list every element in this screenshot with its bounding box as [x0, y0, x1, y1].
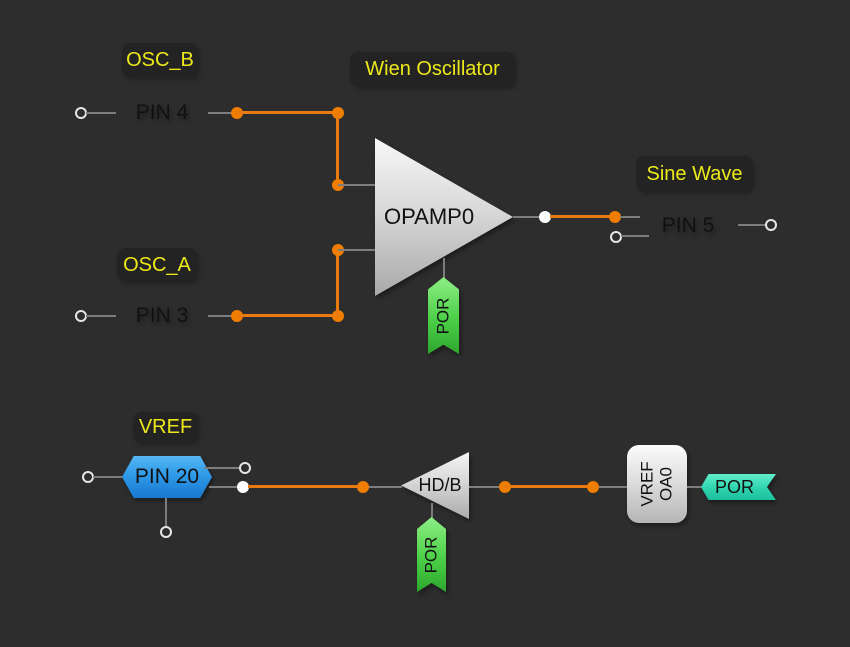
pin20-label: PIN 20 [134, 465, 200, 488]
annotation-sine-wave[interactable]: Sine Wave [636, 156, 753, 192]
annotation-sine-wave-text: Sine Wave [646, 162, 743, 185]
hdb-buffer-label: HD/B [418, 475, 462, 495]
opamp-input2-stub[interactable] [338, 249, 375, 251]
vref-oa0-textwrap: VREF OA0 [627, 445, 687, 523]
pin20-bottom-stub[interactable] [165, 498, 167, 527]
vref-oa0-label-line1: VREF [638, 461, 657, 507]
vrefoa0-input-junction[interactable] [587, 481, 599, 493]
net-pin20-to-hdb[interactable] [248, 485, 363, 488]
pin20-output-port[interactable] [237, 481, 249, 493]
pin5-external-wire[interactable] [738, 224, 766, 226]
hdb-buffer-body: HD/B [401, 452, 469, 519]
hdb-por-flag[interactable]: POR [417, 517, 446, 592]
pin4-label: PIN 4 [135, 101, 189, 124]
annotation-osc-a-text: OSC_A [123, 253, 191, 276]
pin4-terminal-wire[interactable] [86, 112, 116, 114]
opamp-output-stub[interactable] [513, 216, 539, 218]
annotation-vref[interactable]: VREF [133, 412, 198, 443]
net-pin4-horizontal[interactable] [237, 111, 340, 114]
pin3-body: PIN 3 [116, 295, 208, 337]
pin3-output-stub[interactable] [208, 315, 232, 317]
opamp-input1-stub[interactable] [338, 184, 375, 186]
pin5-secondary-stub[interactable] [621, 235, 649, 237]
pin20-bottom-terminal[interactable] [160, 526, 172, 538]
pin5-secondary-terminal[interactable] [610, 231, 622, 243]
net-hdb-to-vrefoa0[interactable] [505, 485, 593, 488]
pin5-input-junction[interactable] [609, 211, 621, 223]
hdb-buffer[interactable]: HD/B [401, 452, 469, 519]
net-pin4-vertical[interactable] [336, 113, 339, 186]
annotation-osc-b[interactable]: OSC_B [122, 43, 198, 78]
opamp-por-flag-label: POR [433, 297, 453, 334]
annotation-osc-b-text: OSC_B [126, 49, 194, 71]
hdb-por-flag-textwrap: POR [417, 517, 446, 592]
net-opamp-to-pin5[interactable] [550, 215, 615, 218]
hdb-por-flag-body [417, 517, 446, 592]
vref-oa0-body [627, 445, 687, 523]
vref-oa0-block[interactable]: VREF OA0 [627, 445, 687, 523]
pin5-input-stub[interactable] [620, 216, 640, 218]
net-pin3-vertical[interactable] [336, 250, 339, 317]
pin3-terminal-wire[interactable] [86, 315, 116, 317]
hdb-input-stub[interactable] [369, 486, 402, 488]
opamp-por-flag[interactable]: POR [428, 277, 459, 354]
output-por-flag[interactable]: POR [701, 474, 776, 500]
annotation-vref-text: VREF [138, 416, 193, 438]
hdb-por-flag-label: POR [421, 536, 441, 573]
opamp-output-port[interactable] [539, 211, 551, 223]
pin3[interactable]: PIN 3 [116, 295, 208, 337]
opamp-por-flag-body [428, 277, 459, 354]
pin5-external-terminal[interactable] [765, 219, 777, 231]
pin4-output-stub[interactable] [208, 112, 232, 114]
annotation-wien-oscillator-text: Wien Oscillator [365, 58, 500, 80]
pin20-terminal-wire[interactable] [93, 476, 123, 478]
output-por-flag-label: POR [714, 476, 754, 497]
pin5-label: PIN 5 [661, 213, 715, 237]
vref-oa0-labels: VREF OA0 [638, 461, 676, 506]
pin5-body: PIN 5 [638, 203, 738, 248]
pin20-output-stub[interactable] [209, 486, 237, 488]
pin20-upper-terminal[interactable] [239, 462, 251, 474]
hdb-por-stub[interactable] [431, 503, 433, 519]
annotation-osc-a[interactable]: OSC_A [117, 248, 197, 282]
opamp0-label: OPAMP0 [384, 204, 475, 229]
opamp-por-flag-textwrap: POR [428, 277, 459, 354]
pin4-body: PIN 4 [116, 92, 208, 134]
pin3-label: PIN 3 [135, 304, 189, 327]
pin5[interactable]: PIN 5 [638, 203, 738, 248]
vrefoa0-output-stub[interactable] [687, 486, 703, 488]
vrefoa0-input-stub[interactable] [599, 486, 627, 488]
net-pin3-horizontal[interactable] [237, 314, 338, 317]
pin20[interactable]: PIN 20 [122, 456, 212, 498]
pin4[interactable]: PIN 4 [116, 92, 208, 134]
vref-oa0-label-line2: OA0 [657, 466, 676, 502]
annotation-wien-oscillator[interactable]: Wien Oscillator [350, 52, 515, 87]
hdb-input-junction[interactable] [357, 481, 369, 493]
pin20-upper-stub[interactable] [204, 467, 239, 469]
opamp-por-stub[interactable] [443, 258, 445, 280]
output-por-flag-body: POR [701, 474, 776, 500]
pin20-body: PIN 20 [122, 456, 212, 498]
hdb-output-stub[interactable] [469, 486, 500, 488]
